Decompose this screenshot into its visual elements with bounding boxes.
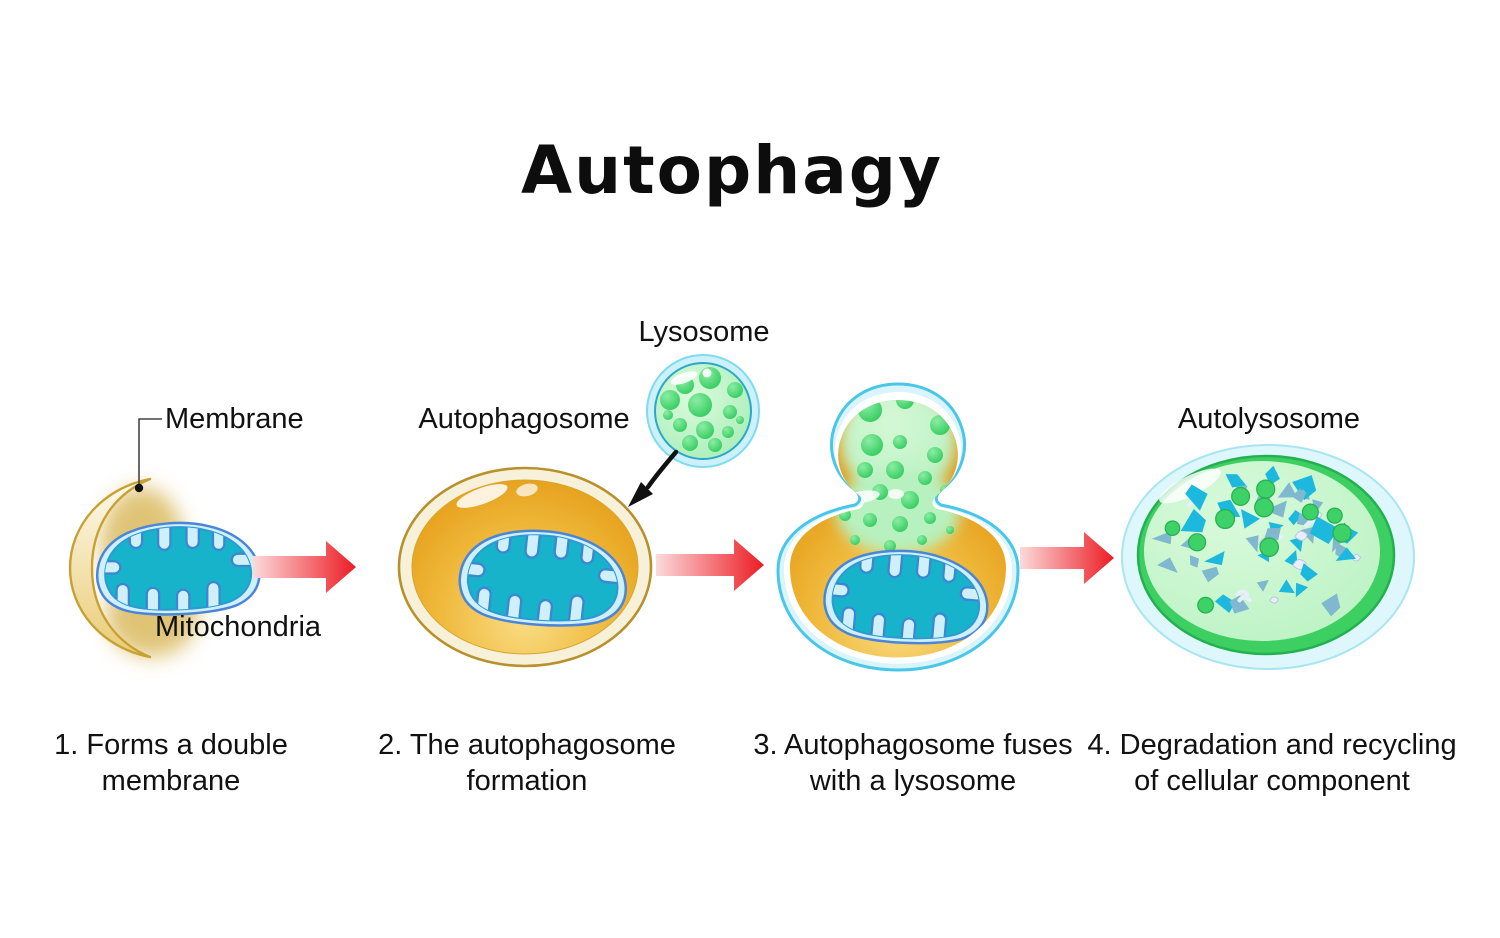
stage-caption-2: 2. The autophagosome formation (378, 728, 676, 800)
fusing-autophagosome (776, 382, 1020, 672)
stage-caption-3: 3. Autophagosome fuses with a lysosome (753, 728, 1072, 800)
autophagosome-vesicle (397, 466, 653, 668)
caption-line: formation (466, 764, 588, 797)
arrow-right-icon-3 (1020, 532, 1114, 584)
degraded-fragments (1151, 465, 1362, 617)
caption-line: 4. Degradation and recycling (1087, 729, 1457, 761)
stage-caption-1: 1. Forms a double membrane (54, 728, 288, 800)
membrane-leader-line (134, 418, 162, 493)
caption-line: of cellular component (1134, 764, 1410, 797)
lysosome-enzyme-granules (660, 367, 744, 452)
caption-line: 1. Forms a double (54, 729, 288, 761)
spilling-enzyme-granules (839, 400, 954, 552)
arrow-right-icon-1 (253, 541, 356, 593)
caption-line: 2. The autophagosome (378, 729, 676, 761)
stage-caption-4: 4. Degradation and recycling of cellular… (1087, 728, 1456, 800)
lysosome-vesicle (646, 354, 760, 468)
lysosome-label: Lysosome (638, 316, 770, 348)
membrane-label: Membrane (165, 403, 304, 435)
caption-line: 3. Autophagosome fuses (753, 729, 1073, 761)
page-title: Autophagy (521, 132, 943, 210)
mitochondria-label: Mitochondria (154, 611, 322, 643)
autolysosome-vesicle (1121, 444, 1415, 670)
arrow-right-icon-2 (656, 539, 764, 591)
caption-line: with a lysosome (809, 764, 1017, 797)
autolysosome-label: Autolysosome (1177, 403, 1361, 435)
caption-line: membrane (101, 764, 241, 797)
autophagosome-label: Autophagosome (418, 403, 630, 435)
fusion-arrow-icon (628, 449, 679, 507)
